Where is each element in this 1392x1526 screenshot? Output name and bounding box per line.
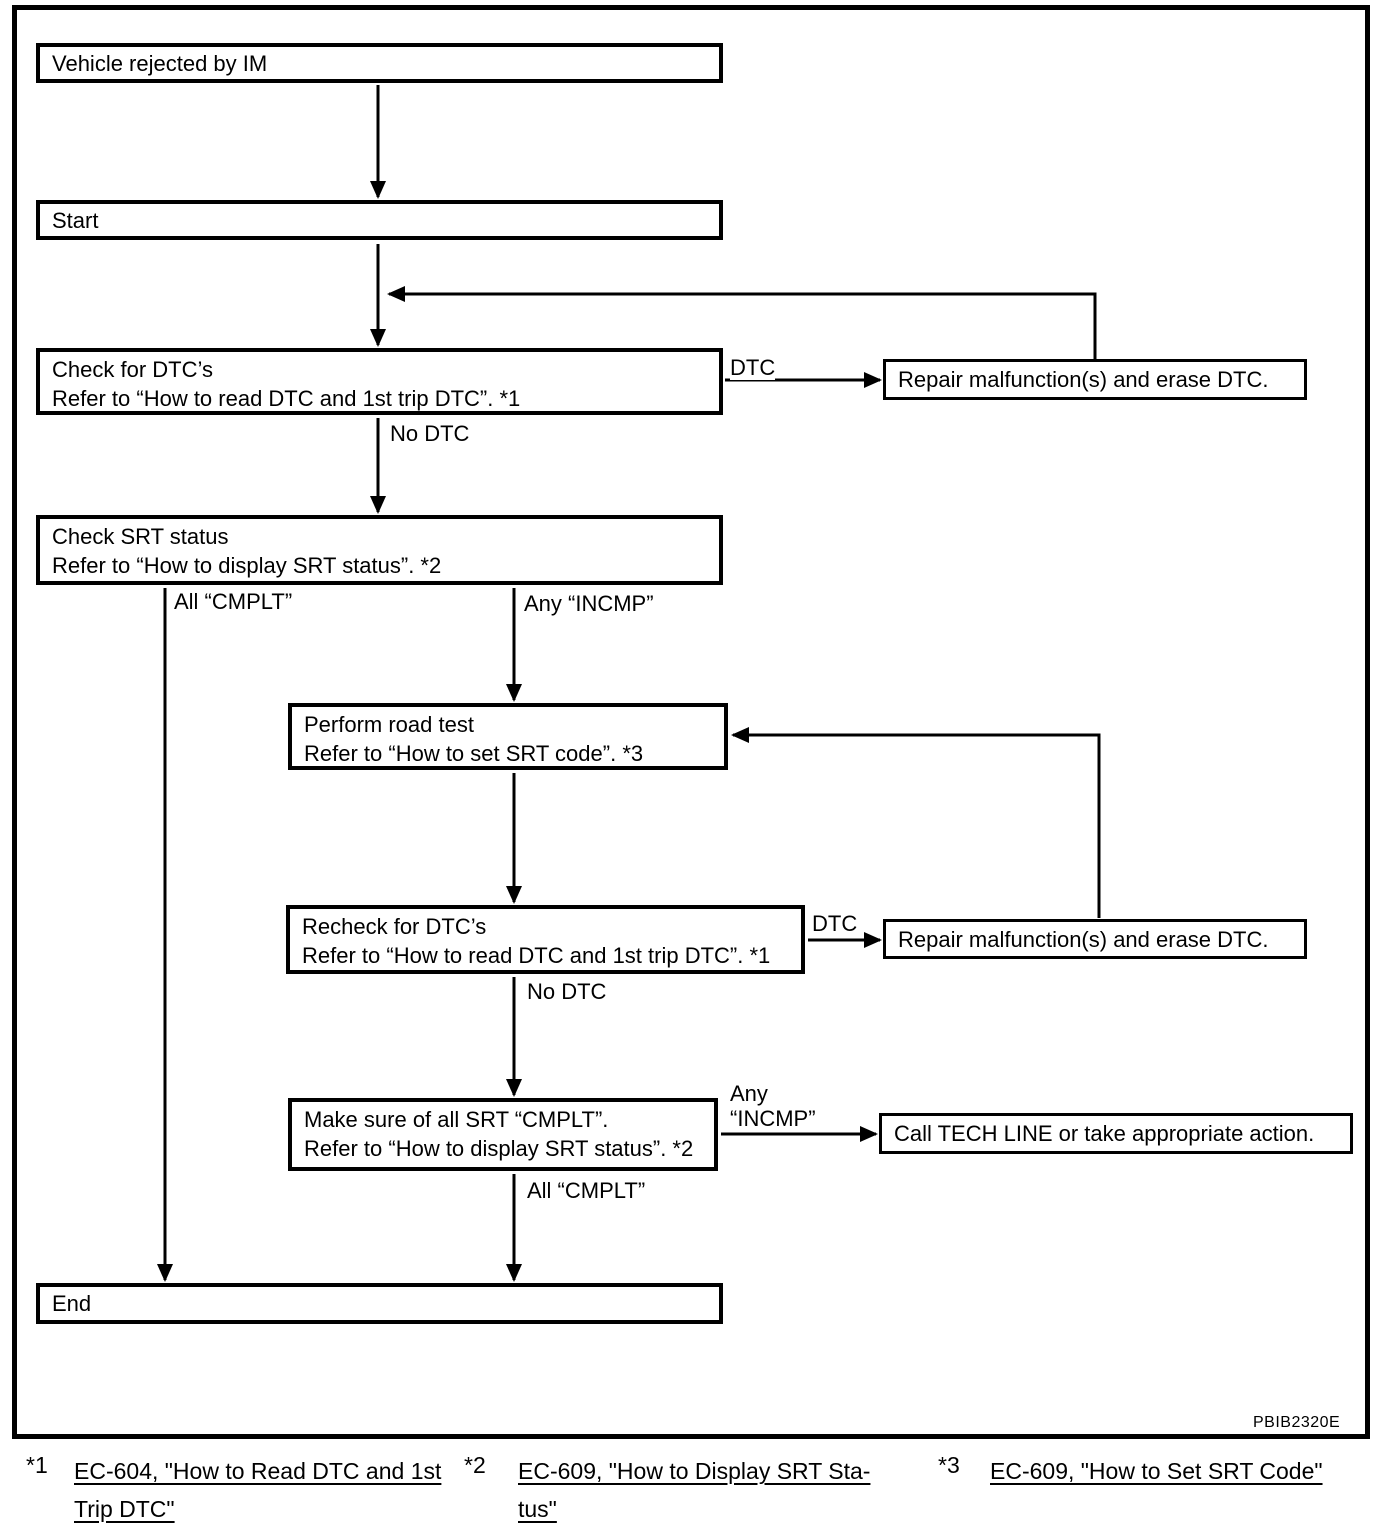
node-call-tech-line-text: Call TECH LINE or take appropriate actio… bbox=[894, 1121, 1315, 1146]
edge-label-dtc-2: DTC bbox=[812, 911, 858, 936]
edge-label-all-cmplt-2: All “CMPLT” bbox=[527, 1178, 646, 1203]
node-vehicle-rejected-text: Vehicle rejected by IM bbox=[52, 50, 268, 76]
node-repair-erase-dtc-2: Repair malfunction(s) and erase DTC. bbox=[883, 919, 1307, 959]
node-check-for-dtcs-line2: Refer to “How to read DTC and 1st trip D… bbox=[52, 386, 521, 411]
node-end-text: End bbox=[52, 1291, 92, 1316]
footnote-link-2-line1[interactable]: EC-609, "How to Display SRT Sta- bbox=[518, 1458, 871, 1484]
node-vehicle-rejected: Vehicle rejected by IM bbox=[36, 43, 723, 83]
footnote-marker-2: *2 bbox=[464, 1452, 486, 1478]
node-end: End bbox=[36, 1283, 723, 1324]
edge-label-no-dtc-2: No DTC bbox=[527, 979, 607, 1004]
node-call-tech-line: Call TECH LINE or take appropriate actio… bbox=[879, 1113, 1353, 1154]
node-make-sure-srt-cmplt-line2: Refer to “How to display SRT status”. *2 bbox=[304, 1136, 694, 1161]
footnote-link-1-line1[interactable]: EC-604, "How to Read DTC and 1st bbox=[74, 1458, 442, 1484]
footnote-link-2[interactable]: EC-609, "How to Display SRT Sta- tus" bbox=[518, 1452, 870, 1526]
node-check-srt-status: Check SRT status Refer to “How to displa… bbox=[36, 515, 723, 585]
edge-label-no-dtc-1: No DTC bbox=[390, 421, 470, 446]
edge-label-dtc-1: DTC bbox=[730, 355, 776, 380]
edge-label-any-incmp-2: Any “INCMP” bbox=[730, 1081, 816, 1131]
node-make-sure-srt-cmplt-line1: Make sure of all SRT “CMPLT”. bbox=[304, 1107, 609, 1132]
node-start: Start bbox=[36, 200, 723, 240]
edge-label-any-incmp-2-line1: Any bbox=[730, 1081, 768, 1106]
diagram-border bbox=[12, 5, 1370, 1439]
node-repair-erase-dtc-1: Repair malfunction(s) and erase DTC. bbox=[883, 359, 1307, 400]
node-check-srt-status-line2: Refer to “How to display SRT status”. *2 bbox=[52, 553, 442, 578]
edge-label-all-cmplt-1: All “CMPLT” bbox=[174, 589, 293, 614]
edge-label-any-incmp-1: Any “INCMP” bbox=[524, 591, 654, 616]
footnote-marker-1: *1 bbox=[26, 1452, 48, 1478]
node-perform-road-test-line1: Perform road test bbox=[304, 712, 474, 737]
node-check-for-dtcs-line1: Check for DTC’s bbox=[52, 357, 213, 382]
footnote-marker-3: *3 bbox=[938, 1452, 960, 1478]
node-perform-road-test: Perform road test Refer to “How to set S… bbox=[288, 703, 728, 770]
figure-code: PBIB2320E bbox=[1253, 1414, 1341, 1431]
node-recheck-for-dtcs: Recheck for DTC’s Refer to “How to read … bbox=[286, 905, 805, 974]
edge-label-any-incmp-2-line2: “INCMP” bbox=[730, 1106, 816, 1131]
node-check-for-dtcs: Check for DTC’s Refer to “How to read DT… bbox=[36, 348, 723, 415]
node-recheck-for-dtcs-line2: Refer to “How to read DTC and 1st trip D… bbox=[302, 943, 771, 968]
footnote-link-3-line1[interactable]: EC-609, "How to Set SRT Code" bbox=[990, 1458, 1323, 1484]
node-repair-erase-dtc-2-text: Repair malfunction(s) and erase DTC. bbox=[898, 926, 1269, 952]
footnote-link-1-line2[interactable]: Trip DTC" bbox=[74, 1496, 175, 1522]
node-recheck-for-dtcs-line1: Recheck for DTC’s bbox=[302, 914, 487, 939]
footnote-link-1[interactable]: EC-604, "How to Read DTC and 1st Trip DT… bbox=[74, 1452, 441, 1526]
node-repair-erase-dtc-1-text: Repair malfunction(s) and erase DTC. bbox=[898, 367, 1269, 392]
node-start-text: Start bbox=[52, 207, 99, 233]
node-make-sure-srt-cmplt: Make sure of all SRT “CMPLT”. Refer to “… bbox=[288, 1098, 718, 1171]
footnote-link-3[interactable]: EC-609, "How to Set SRT Code" bbox=[990, 1452, 1323, 1490]
node-perform-road-test-line2: Refer to “How to set SRT code”. *3 bbox=[304, 741, 644, 766]
node-check-srt-status-line1: Check SRT status bbox=[52, 524, 229, 549]
footnote-link-2-line2[interactable]: tus" bbox=[518, 1496, 557, 1522]
